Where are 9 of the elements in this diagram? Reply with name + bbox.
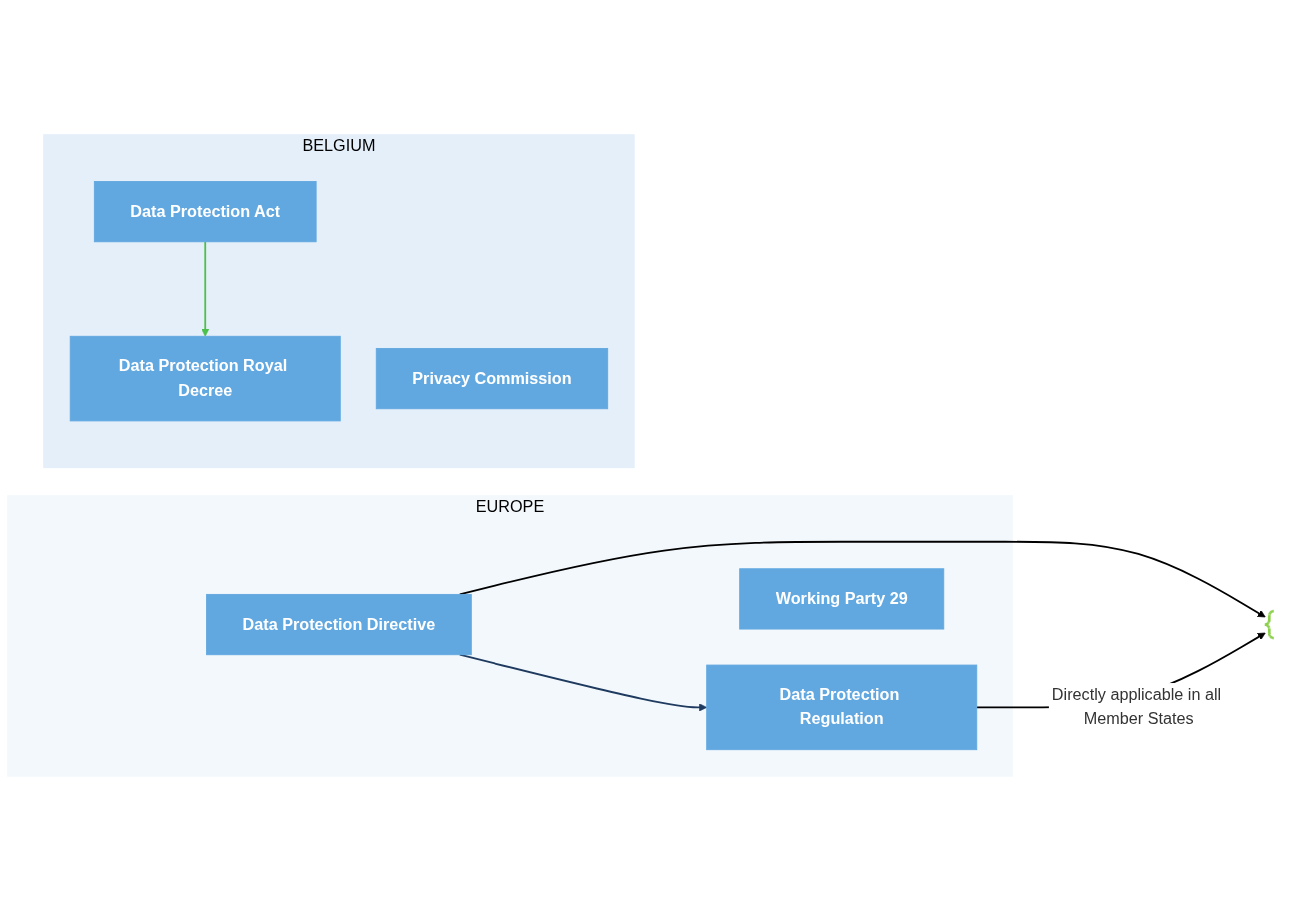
arrow xyxy=(201,240,210,337)
node-box: Data Protection Act xyxy=(93,180,317,242)
node-box: Working Party 29 xyxy=(739,567,945,630)
edge-label: Directly applicable in all Member States xyxy=(1051,685,1222,728)
node-box: Data Protection Regulation xyxy=(706,664,978,750)
node-box: Data Protection Directive xyxy=(206,593,472,655)
node-box: Data Protection Royal Decree xyxy=(69,335,341,421)
node-box: Privacy Commission xyxy=(375,347,609,409)
node-bracket xyxy=(1263,609,1276,639)
